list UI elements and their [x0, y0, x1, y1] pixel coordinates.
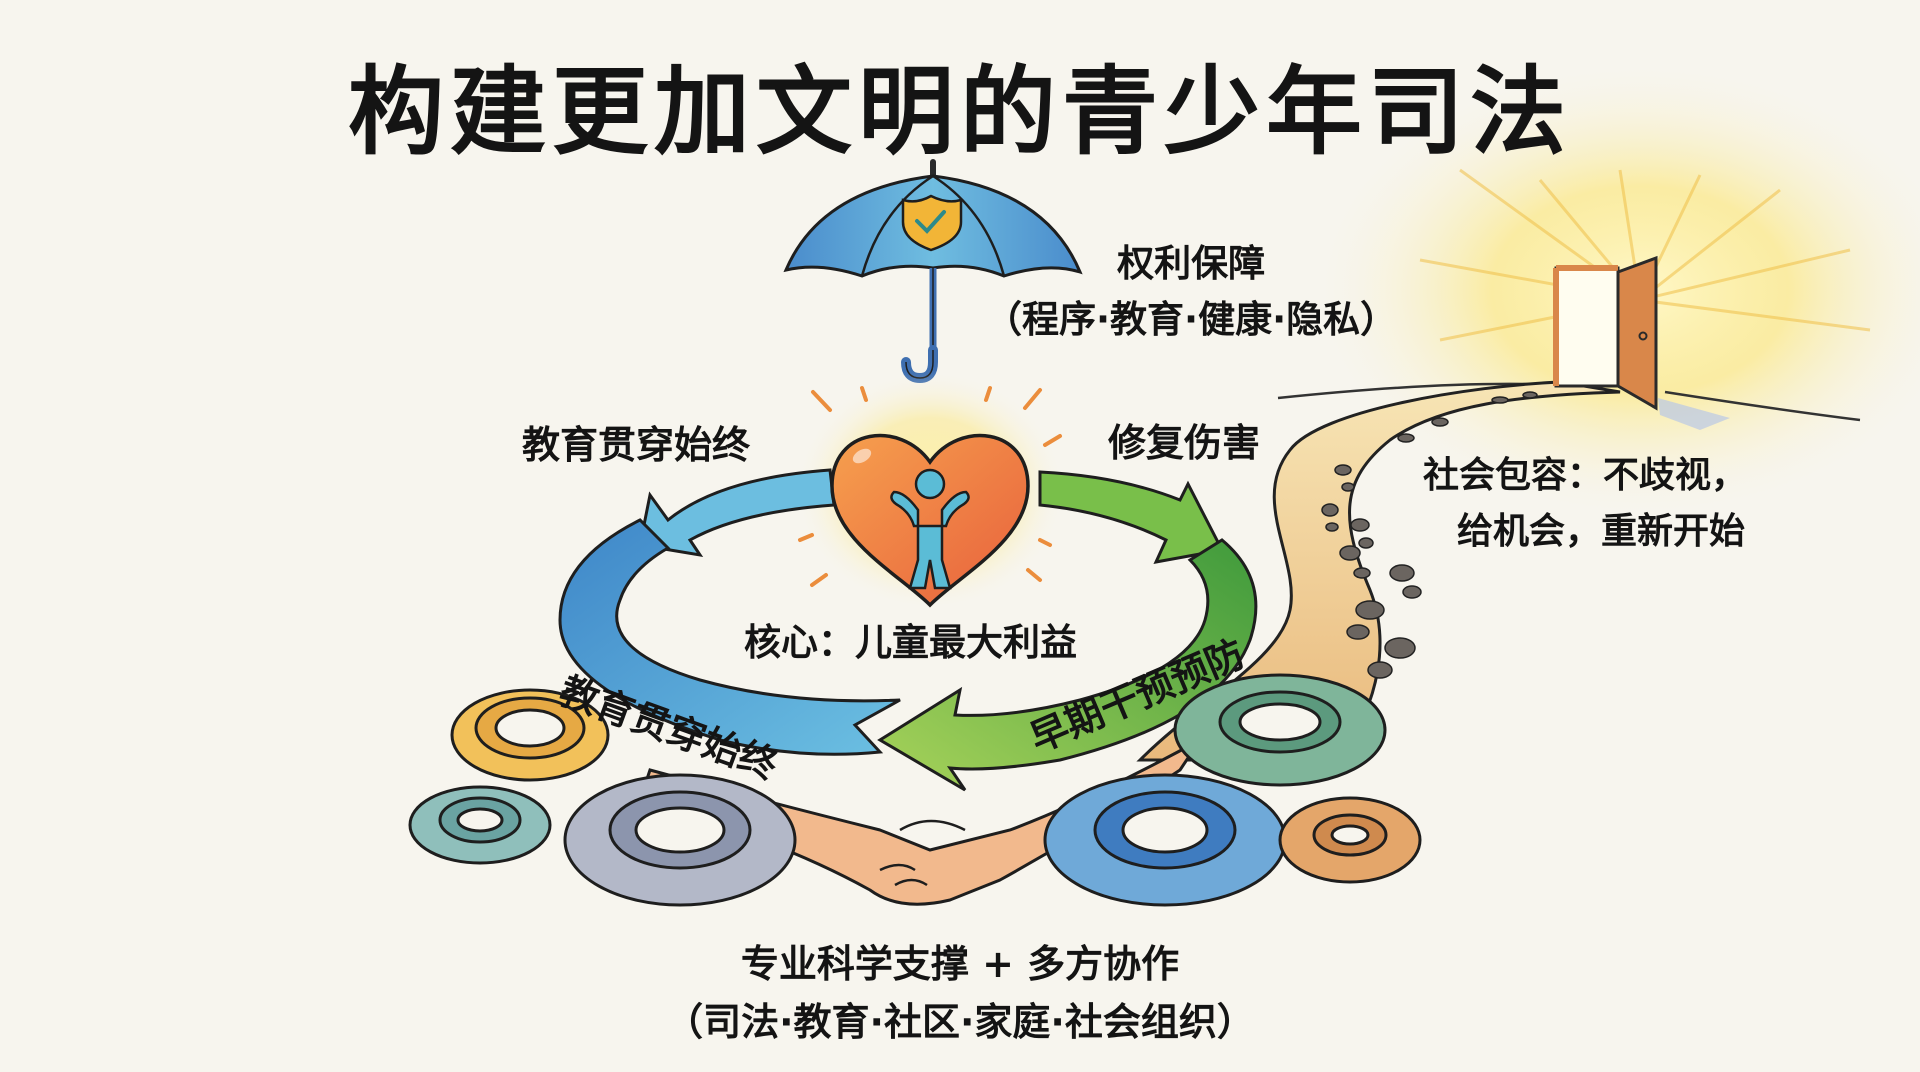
- gear-teal-small: [408, 785, 552, 865]
- rights-label: 权利保障 （程序·教育·健康·隐私）: [985, 236, 1397, 348]
- heart-child: [830, 433, 1030, 608]
- gear-blue: [1043, 773, 1287, 907]
- gear-yellow: [450, 688, 610, 782]
- repair-harm-label: 修复伤害: [1108, 421, 1261, 465]
- gear-orange: [1278, 796, 1422, 884]
- support-line-1: 专业科学支撑 + 多方协作: [740, 942, 1180, 986]
- social-inclusion-label: 社会包容：不歧视， 给机会，重新开始: [1423, 448, 1747, 560]
- gear-grey: [563, 773, 797, 907]
- cycle-arrows: [558, 468, 1258, 792]
- inclusion-line-2: 给机会，重新开始: [1457, 511, 1746, 552]
- page-title: 构建更加文明的青少年司法: [348, 56, 1572, 168]
- gear-green: [1173, 673, 1387, 787]
- education-label: 教育贯穿始终: [522, 423, 751, 467]
- rights-heading: 权利保障: [1117, 242, 1266, 285]
- rights-detail: （程序·教育·健康·隐私）: [985, 298, 1398, 341]
- support-label: 专业科学支撑 + 多方协作 （司法·教育·社区·家庭·社会组织）: [0, 935, 1920, 1051]
- winding-path: [1136, 380, 1621, 762]
- gears: [408, 673, 1422, 907]
- core-principle-label: 核心：儿童最大利益: [744, 621, 1077, 664]
- support-line-2: （司法·教育·社区·家庭·社会组织）: [665, 1000, 1255, 1044]
- open-door: [1553, 255, 1730, 430]
- inclusion-line-1: 社会包容：不歧视，: [1423, 455, 1748, 496]
